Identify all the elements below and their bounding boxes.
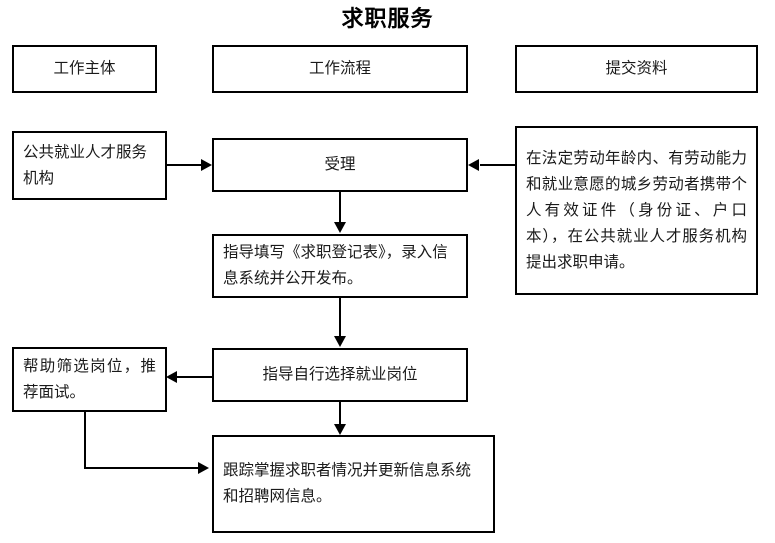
node-screen-jobs: 帮助筛选岗位，推荐面试。 bbox=[12, 347, 167, 412]
node-required-documents: 在法定劳动年龄内、有劳动能力和就业意愿的城乡劳动者携带个人有效证件（身份证、户口… bbox=[515, 126, 758, 295]
column-header-process: 工作流程 bbox=[212, 45, 468, 93]
connector-select-to-track-line bbox=[339, 402, 341, 425]
connector-documents-to-accept-arrowhead bbox=[468, 159, 479, 171]
connector-agency-to-accept-arrowhead bbox=[201, 159, 212, 171]
connector-documents-to-accept-line bbox=[480, 164, 516, 166]
node-track-seeker: 跟踪掌握求职者情况并更新信息系统和招聘网信息。 bbox=[212, 435, 495, 533]
node-agency-label: 公共就业人才服务机构 bbox=[23, 143, 148, 187]
connector-accept-to-register-arrowhead bbox=[334, 222, 346, 233]
node-register-form-label: 指导填写《求职登记表》，录入信息系统并公开发布。 bbox=[223, 244, 448, 287]
connector-screen-to-track-vertical bbox=[84, 412, 86, 469]
column-header-subject-label: 工作主体 bbox=[53, 60, 116, 77]
node-register-form: 指导填写《求职登记表》，录入信息系统并公开发布。 bbox=[212, 234, 468, 298]
connector-select-to-screen-arrowhead bbox=[166, 371, 177, 383]
node-track-seeker-label: 跟踪掌握求职者情况并更新信息系统和招聘网信息。 bbox=[223, 462, 472, 505]
node-select-job: 指导自行选择就业岗位 bbox=[212, 348, 468, 402]
connector-screen-to-track-horizontal bbox=[84, 467, 202, 469]
node-required-documents-label: 在法定劳动年龄内、有劳动能力和就业意愿的城乡劳动者携带个人有效证件（身份证、户口… bbox=[526, 149, 747, 271]
node-agency: 公共就业人才服务机构 bbox=[12, 131, 167, 200]
connector-register-to-select-line bbox=[339, 298, 341, 337]
node-screen-jobs-label: 帮助筛选岗位，推荐面试。 bbox=[23, 357, 156, 401]
node-accept-label: 受理 bbox=[324, 156, 356, 173]
connector-agency-to-accept-line bbox=[167, 164, 205, 166]
column-header-documents-label: 提交资料 bbox=[605, 60, 668, 77]
page-title: 求职服务 bbox=[341, 6, 434, 31]
node-select-job-label: 指导自行选择就业岗位 bbox=[262, 366, 418, 383]
connector-accept-to-register-line bbox=[339, 192, 341, 224]
node-accept: 受理 bbox=[212, 138, 468, 192]
connector-select-to-screen-line bbox=[172, 376, 214, 378]
column-header-subject: 工作主体 bbox=[12, 45, 157, 93]
column-header-process-label: 工作流程 bbox=[308, 60, 371, 77]
connector-select-to-track-arrowhead bbox=[334, 424, 346, 435]
connector-register-to-select-arrowhead bbox=[334, 336, 346, 347]
connector-screen-to-track-arrowhead bbox=[198, 462, 209, 474]
column-header-documents: 提交资料 bbox=[515, 45, 758, 93]
